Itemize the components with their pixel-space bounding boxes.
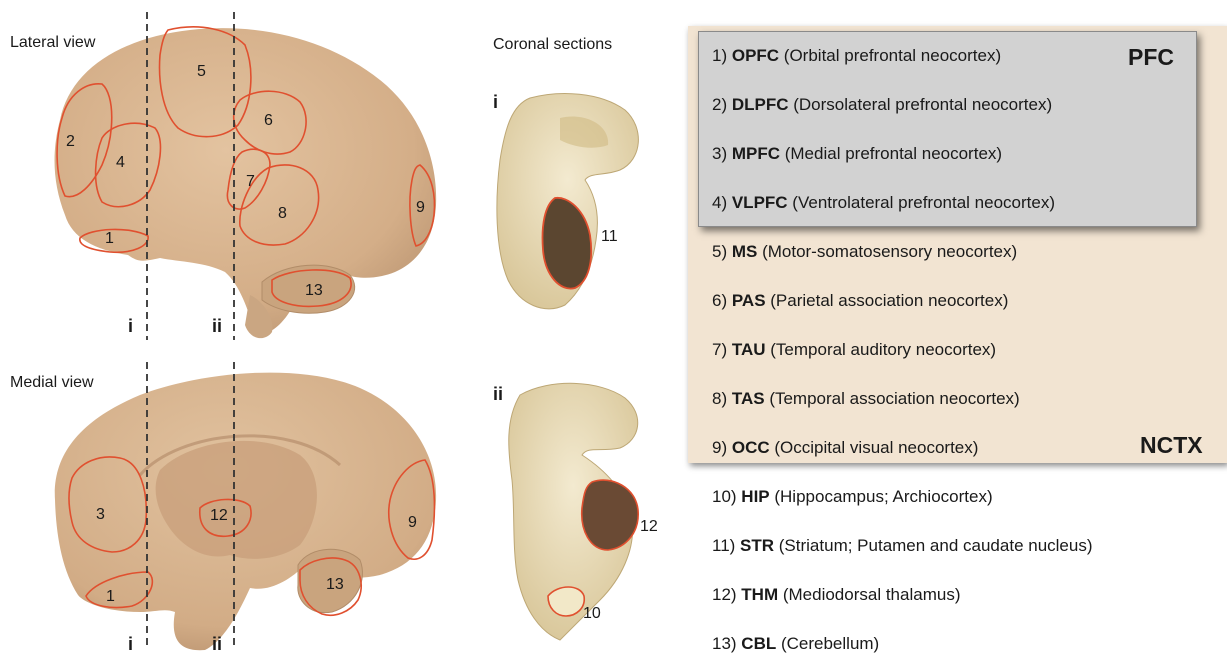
legend-item-abbr: OPFC [732, 46, 779, 65]
legend-item-number: 12) [712, 585, 741, 604]
legend-item-abbr: HIP [741, 487, 769, 506]
legend-item-abbr: OCC [732, 438, 770, 457]
region-number-medial-1: 1 [106, 588, 115, 606]
legend-item-abbr: TAU [732, 340, 766, 359]
legend-item-number: 9) [712, 438, 732, 457]
legend-item-desc: (Striatum; Putamen and caudate nucleus) [774, 536, 1092, 555]
legend-item-number: 11) [712, 536, 740, 555]
region-number-lateral-6: 6 [264, 112, 273, 130]
region-number-coronal-12: 12 [640, 518, 658, 536]
legend-item-str: 11) STR (Striatum; Putamen and caudate n… [712, 536, 1093, 556]
legend-item-abbr: THM [741, 585, 778, 604]
legend-item-abbr: PAS [732, 291, 766, 310]
legend-item-number: 10) [712, 487, 741, 506]
legend-item-abbr: CBL [741, 634, 776, 653]
section-marker-i-lateral: i [128, 316, 133, 337]
legend-item-dlpfc: 2) DLPFC (Dorsolateral prefrontal neocor… [712, 95, 1052, 115]
legend-item-abbr: TAS [732, 389, 765, 408]
region-number-lateral-13: 13 [305, 282, 323, 300]
legend-item-hip: 10) HIP (Hippocampus; Archiocortex) [712, 487, 993, 507]
legend-item-tas: 8) TAS (Temporal association neocortex) [712, 389, 1020, 409]
section-marker-i-medial: i [128, 634, 133, 655]
coronal-ii-thalamus [582, 480, 638, 550]
medial-brain [55, 373, 436, 651]
legend-item-desc: (Mediodorsal thalamus) [778, 585, 960, 604]
legend-item-number: 2) [712, 95, 732, 114]
legend-item-number: 1) [712, 46, 732, 65]
legend-item-desc: (Motor-somatosensory neocortex) [757, 242, 1017, 261]
legend-item-opfc: 1) OPFC (Orbital prefrontal neocortex) [712, 46, 1001, 66]
region-number-lateral-2: 2 [66, 133, 75, 151]
region-number-medial-3: 3 [96, 506, 105, 524]
legend-item-desc: (Ventrolateral prefrontal neocortex) [788, 193, 1055, 212]
region-number-medial-9: 9 [408, 514, 417, 532]
legend-item-abbr: DLPFC [732, 95, 789, 114]
legend-item-number: 8) [712, 389, 732, 408]
brain-illustration [0, 0, 688, 655]
legend-item-vlpfc: 4) VLPFC (Ventrolateral prefrontal neoco… [712, 193, 1055, 213]
region-number-lateral-8: 8 [278, 205, 287, 223]
legend-item-number: 6) [712, 291, 732, 310]
legend-item-desc: (Orbital prefrontal neocortex) [779, 46, 1001, 65]
legend-item-abbr: STR [740, 536, 774, 555]
legend-item-number: 7) [712, 340, 732, 359]
section-marker-ii-lateral: ii [212, 316, 222, 337]
pfc-group-label: PFC [1128, 44, 1174, 71]
region-number-medial-12: 12 [210, 507, 228, 525]
legend-item-number: 5) [712, 242, 732, 261]
legend-item-abbr: MS [732, 242, 758, 261]
region-number-lateral-1: 1 [105, 230, 114, 248]
legend-item-pas: 6) PAS (Parietal association neocortex) [712, 291, 1008, 311]
coronal-ii-hippocampus [548, 587, 584, 616]
region-number-lateral-9: 9 [416, 199, 425, 217]
section-marker-i-coronal: i [493, 92, 498, 113]
legend-item-number: 3) [712, 144, 732, 163]
region-number-medial-13: 13 [326, 576, 344, 594]
legend-item-cbl: 13) CBL (Cerebellum) [712, 634, 879, 654]
region-number-coronal-11: 11 [601, 228, 618, 246]
coronal-section-ii [509, 383, 638, 640]
coronal-section-i [497, 94, 638, 309]
legend-item-number: 13) [712, 634, 741, 653]
legend-item-desc: (Occipital visual neocortex) [770, 438, 979, 457]
legend-item-desc: (Parietal association neocortex) [766, 291, 1009, 310]
legend-item-desc: (Temporal association neocortex) [765, 389, 1020, 408]
region-number-lateral-4: 4 [116, 154, 125, 172]
legend-item-desc: (Hippocampus; Archiocortex) [770, 487, 993, 506]
legend-item-thm: 12) THM (Mediodorsal thalamus) [712, 585, 960, 605]
section-marker-ii-medial: ii [212, 634, 222, 655]
legend-item-number: 4) [712, 193, 732, 212]
legend-item-abbr: MPFC [732, 144, 780, 163]
region-number-lateral-7: 7 [246, 173, 255, 191]
section-marker-ii-coronal: ii [493, 384, 503, 405]
legend-item-mpfc: 3) MPFC (Medial prefrontal neocortex) [712, 144, 1002, 164]
region-number-lateral-5: 5 [197, 63, 206, 81]
legend-item-desc: (Medial prefrontal neocortex) [780, 144, 1002, 163]
legend-item-desc: (Temporal auditory neocortex) [766, 340, 997, 359]
region-number-coronal-10: 10 [583, 605, 601, 623]
legend-item-abbr: VLPFC [732, 193, 788, 212]
legend-item-ms: 5) MS (Motor-somatosensory neocortex) [712, 242, 1017, 262]
legend-item-desc: (Cerebellum) [776, 634, 879, 653]
legend-item-occ: 9) OCC (Occipital visual neocortex) [712, 438, 978, 458]
legend-item-desc: (Dorsolateral prefrontal neocortex) [789, 95, 1053, 114]
legend-item-tau: 7) TAU (Temporal auditory neocortex) [712, 340, 996, 360]
nctx-group-label: NCTX [1140, 432, 1203, 459]
